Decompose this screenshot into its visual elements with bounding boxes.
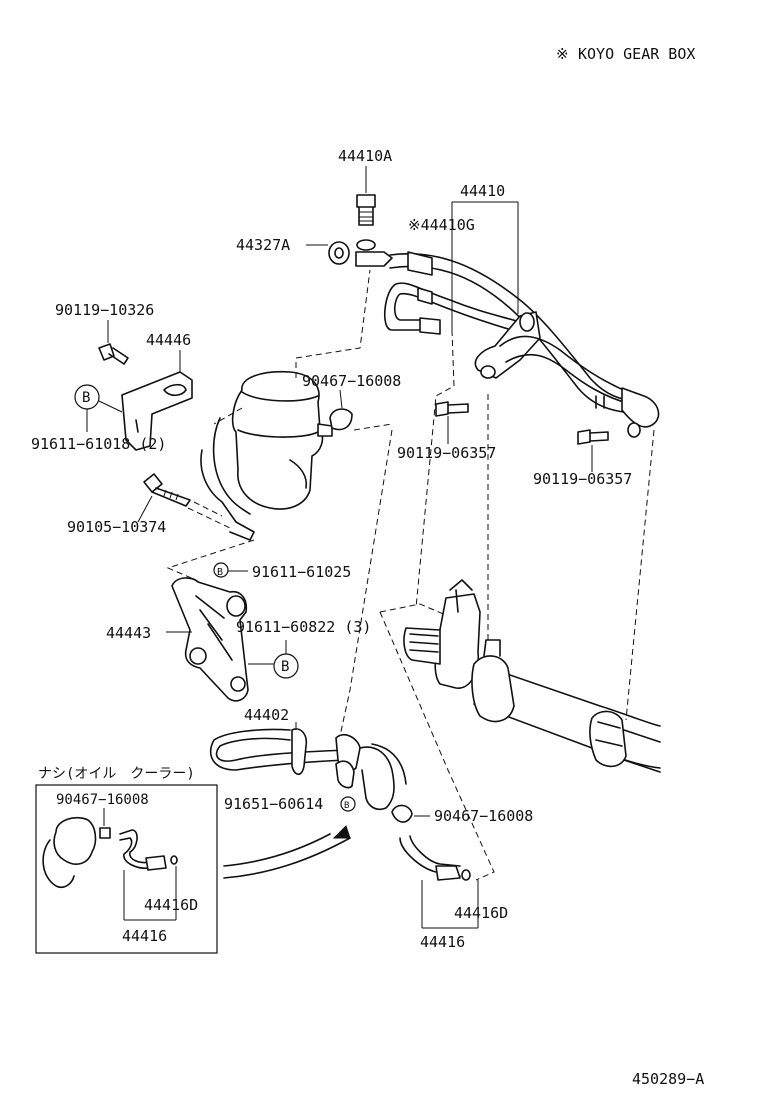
dash-long-4: [625, 429, 655, 721]
label-90105-10374: 90105−10374: [67, 518, 166, 536]
dash-pump-1: [213, 407, 243, 425]
label-91611-60822: 91611−60822 (3): [236, 618, 371, 636]
return-tube-44402: [209, 728, 407, 811]
inset-pump: [42, 816, 97, 889]
label-44410a: 44410A: [338, 147, 392, 165]
label-91611-61018: 91611−61018 (2): [31, 435, 166, 453]
leader-inset-44416: [123, 866, 177, 921]
steering-gear-box: [403, 579, 661, 773]
reference-b-badge-lower: [273, 653, 299, 679]
inset-hose: [119, 829, 178, 871]
note-mark: ※: [556, 45, 569, 63]
label-44402: 44402: [244, 706, 289, 724]
label-44443: 44443: [106, 624, 151, 642]
bolt-90119-06357-left: [435, 401, 469, 417]
vane-pump-assy: [200, 370, 333, 541]
badge-b-91651: B: [344, 801, 349, 811]
dash-clip-1: [353, 423, 393, 431]
leader-b-upper: [86, 400, 123, 432]
inset-clip: [99, 827, 111, 839]
clip-90467-16008-pump: [329, 408, 353, 431]
label-90119-10326: 90119−10326: [55, 301, 154, 319]
label-44327a: 44327A: [236, 236, 290, 254]
badge-b-lower: B: [281, 659, 289, 675]
inset-caption: ナシ(オイル クーラー): [38, 766, 195, 782]
dash-pump-3: [187, 507, 231, 529]
label-90467-16008-b: 90467−16008: [434, 807, 533, 825]
badge-b-small: B: [217, 567, 223, 578]
bolt-90119-10326: [98, 343, 129, 365]
label-91651-60614: 91651−60614: [224, 795, 323, 813]
label-91611-61025: 91611−61025: [252, 563, 351, 581]
reference-b-badge-small: [213, 562, 229, 578]
label-44410: 44410: [460, 182, 505, 200]
clip-90467-16008-return: [391, 804, 413, 823]
dash-long-5: [379, 603, 449, 617]
bolt-91651-60614: [340, 796, 356, 812]
label-44416d: 44416D: [454, 904, 508, 922]
label-44416-inset: 44416: [122, 927, 167, 945]
label-90467-16008-inset: 90467−16008: [56, 792, 149, 808]
label-90119-06357-a: 90119−06357: [397, 444, 496, 462]
dash-long-2: [415, 329, 455, 609]
bolt-90119-06357-right: [577, 422, 641, 445]
label-44416d-inset: 44416D: [144, 896, 198, 914]
pump-bracket-44443: [171, 577, 249, 702]
leader-44416: [421, 880, 479, 929]
label-90467-16008-a: 90467−16008: [302, 372, 401, 390]
pressure-hose-44410: [355, 251, 660, 428]
hose-44416: [399, 835, 471, 881]
dash-long-1: [339, 429, 393, 737]
leader-90467-16008-a: [339, 389, 343, 409]
label-44446: 44446: [146, 331, 191, 349]
dash-bolt-90105: [193, 501, 223, 517]
dash-bracket-link: [166, 539, 255, 581]
pump-bracket-44446: [121, 371, 193, 451]
union-bolt-44410a: [356, 194, 376, 251]
inset-box: [35, 784, 218, 954]
label-44416: 44416: [420, 933, 465, 951]
figure-code: 450289−A: [632, 1070, 704, 1088]
leader-44410: [451, 201, 519, 330]
label-90119-06357-b: 90119−06357: [533, 470, 632, 488]
leader-90105-10374: [137, 495, 153, 523]
inset-arrow-head: [332, 825, 351, 839]
dash-long-6: [379, 611, 495, 881]
label-44410g: ※44410G: [408, 216, 475, 234]
dash-pump-2: [295, 269, 371, 378]
inset-arrow-line-2: [223, 833, 331, 867]
bolt-90105-10374: [143, 473, 191, 507]
note-koyo-gear-box: KOYO GEAR BOX: [578, 45, 695, 63]
inset-arrow-line: [223, 837, 351, 879]
badge-b-upper: B: [82, 390, 90, 406]
gasket-44327a: [328, 241, 350, 265]
